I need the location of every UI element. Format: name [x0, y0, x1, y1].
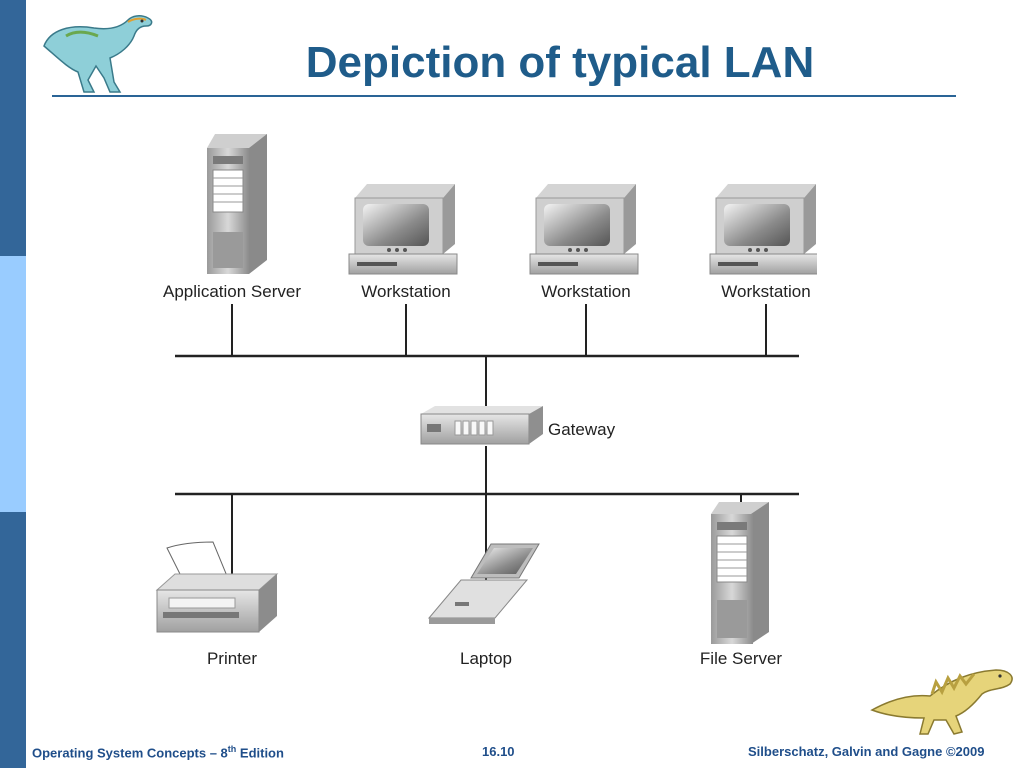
- dinosaur-footer-icon: [870, 669, 1013, 735]
- sidebar-band-top: [0, 0, 26, 256]
- footer-book-title-text: Operating System Concepts – 8: [32, 745, 228, 761]
- sidebar-band-bottom: [0, 512, 26, 768]
- workstation-1-label: Workstation: [361, 282, 450, 301]
- dinosaur-logo-icon: [43, 15, 153, 93]
- title-divider: [52, 95, 956, 97]
- lan-diagram-panel: Application Server Workstation Workstati…: [155, 128, 817, 668]
- page-title: Depiction of typical LAN: [305, 38, 815, 87]
- laptop-label: Laptop: [460, 649, 512, 668]
- footer-edition-superscript: th: [227, 744, 237, 754]
- footer-edition-suffix: Edition: [236, 745, 284, 761]
- workstation-3-icon: [709, 184, 817, 275]
- workstation-1-icon: [348, 184, 458, 275]
- workstation-2-label: Workstation: [541, 282, 630, 301]
- gateway-label: Gateway: [548, 420, 616, 439]
- printer-icon: [155, 541, 279, 633]
- sidebar-band-middle: [0, 256, 26, 512]
- file-server-label: File Server: [700, 649, 783, 668]
- footer-copyright: Silberschatz, Galvin and Gagne ©2009: [748, 744, 985, 759]
- application-server-label: Application Server: [163, 282, 301, 301]
- workstation-2-icon: [529, 184, 639, 275]
- footer-page-number: 16.10: [482, 744, 515, 759]
- gateway-icon: [420, 406, 543, 445]
- application-server-icon: [207, 134, 267, 274]
- footer-book-title: Operating System Concepts – 8th Edition: [32, 744, 284, 760]
- laptop-icon: [427, 543, 540, 624]
- printer-label: Printer: [207, 649, 257, 668]
- workstation-3-label: Workstation: [721, 282, 810, 301]
- lan-diagram: Application Server Workstation Workstati…: [155, 134, 817, 668]
- file-server-icon: [711, 502, 769, 644]
